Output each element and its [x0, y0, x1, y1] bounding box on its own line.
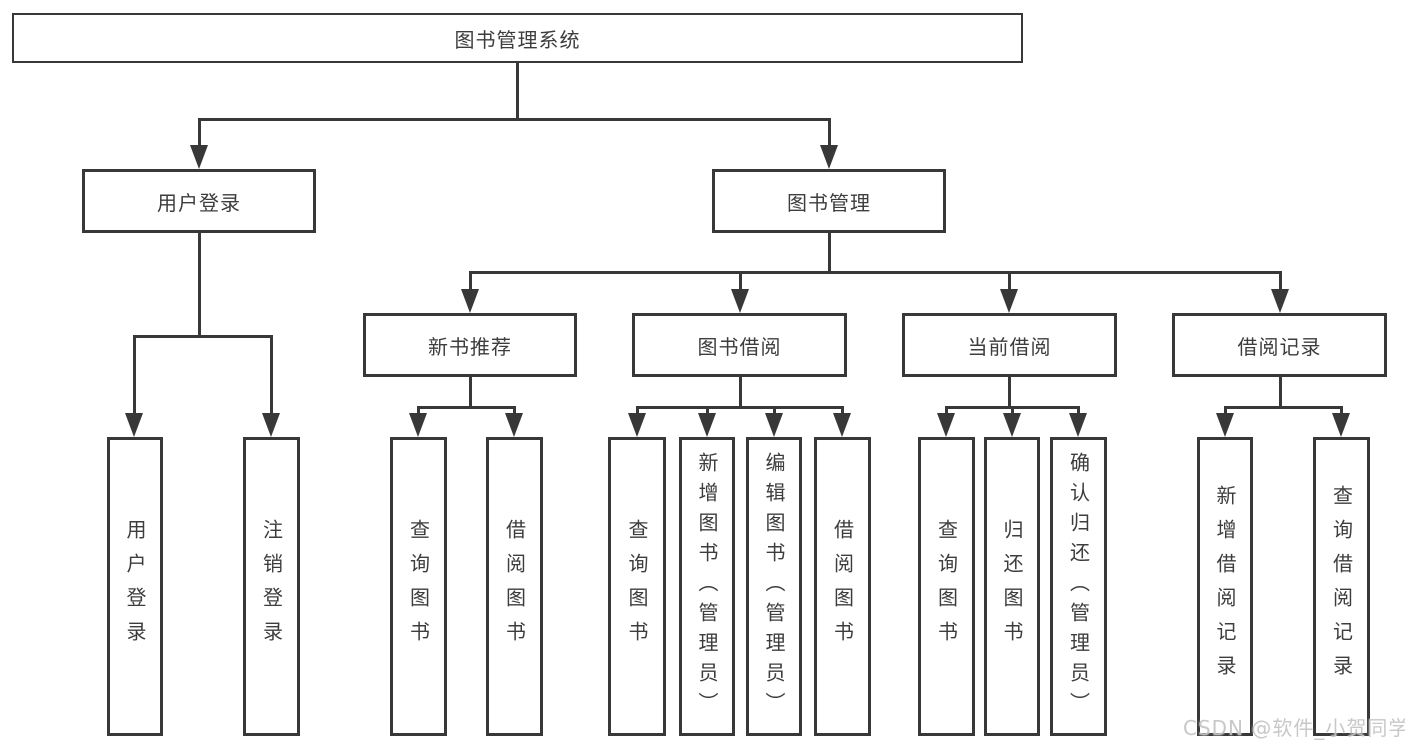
arrow-down-icon: [820, 145, 838, 169]
connector-line: [1279, 377, 1282, 409]
node-label: 借阅图书: [830, 518, 855, 655]
leaf-add-borrow-record: 新增借阅记录: [1197, 437, 1253, 736]
arrow-down-icon: [409, 413, 427, 437]
connector-line: [1224, 406, 1342, 409]
node-label: 新增图书（管理员）: [695, 451, 719, 722]
leaf-return-books: 归还图书: [984, 437, 1040, 736]
connector-line: [133, 335, 273, 338]
node-label: 归还图书: [1000, 518, 1024, 655]
connector-line: [516, 62, 519, 121]
connector-line: [469, 271, 472, 291]
leaf-borrow-books-recommend: 借阅图书: [486, 437, 543, 736]
leaf-query-borrow-record: 查询借阅记录: [1313, 437, 1370, 736]
leaf-logout: 注销登录: [243, 437, 300, 736]
connector-line: [636, 406, 843, 409]
connector-line: [1008, 377, 1011, 409]
connector-line: [773, 406, 776, 418]
connector-line: [133, 335, 136, 415]
connector-line: [1011, 406, 1014, 418]
node-library-system: 图书管理系统: [12, 13, 1023, 63]
arrow-down-icon: [505, 413, 523, 437]
connector-line: [828, 118, 831, 148]
node-label: 新增借阅记录: [1213, 484, 1237, 689]
csdn-watermark: CSDN @软件_小贺同学: [1183, 716, 1405, 740]
connector-line: [636, 406, 639, 418]
connector-line: [469, 377, 472, 409]
node-label: 新书推荐: [428, 334, 512, 359]
node-label: 编辑图书（管理员）: [762, 451, 786, 722]
arrow-down-icon: [262, 413, 280, 437]
connector-line: [706, 406, 709, 418]
arrow-down-icon: [190, 145, 208, 169]
arrow-down-icon: [125, 413, 143, 437]
connector-line: [469, 271, 1282, 274]
arrow-down-icon: [765, 413, 783, 437]
arrow-down-icon: [833, 413, 851, 437]
connector-line: [198, 233, 201, 338]
node-label: 确认归还（管理员）: [1066, 451, 1091, 722]
arrow-down-icon: [1332, 413, 1350, 437]
arrow-down-icon: [1069, 413, 1087, 437]
leaf-edit-books-admin: 编辑图书（管理员）: [746, 437, 802, 736]
node-label: 图书管理: [787, 190, 871, 215]
connector-line: [841, 406, 844, 418]
node-label: 注销登录: [259, 518, 284, 655]
node-label: 图书管理系统: [454, 27, 581, 52]
connector-line: [739, 377, 742, 409]
connector-line: [1224, 406, 1227, 418]
node-label: 用户登录: [123, 518, 147, 655]
connector-line: [1279, 271, 1282, 291]
arrow-down-icon: [461, 289, 479, 313]
leaf-add-books-admin: 新增图书（管理员）: [679, 437, 735, 736]
node-current-borrowing: 当前借阅: [902, 313, 1117, 377]
node-book-borrowing: 图书借阅: [632, 313, 847, 377]
connector-line: [945, 406, 948, 418]
leaf-query-books-recommend: 查询图书: [390, 437, 447, 736]
connector-line: [417, 406, 515, 409]
leaf-borrow-books: 借阅图书: [814, 437, 871, 736]
connector-line: [1340, 406, 1343, 418]
node-label: 图书借阅: [697, 334, 782, 359]
arrow-down-icon: [1216, 413, 1234, 437]
arrow-down-icon: [1271, 289, 1289, 313]
leaf-query-books-current: 查询图书: [918, 437, 975, 736]
connector-line: [828, 233, 831, 274]
node-borrowing-records: 借阅记录: [1172, 313, 1387, 377]
arrow-down-icon: [731, 289, 749, 313]
arrow-down-icon: [628, 413, 646, 437]
node-label: 查询图书: [625, 518, 649, 655]
connector-line: [1008, 271, 1011, 291]
node-label: 查询图书: [934, 518, 959, 655]
node-book-management: 图书管理: [712, 169, 946, 233]
node-label: 借阅记录: [1237, 334, 1322, 359]
connector-line: [739, 271, 742, 291]
connector-line: [1077, 406, 1080, 418]
arrow-down-icon: [698, 413, 716, 437]
leaf-confirm-return-admin: 确认归还（管理员）: [1050, 437, 1107, 736]
arrow-down-icon: [937, 413, 955, 437]
connector-line: [270, 335, 273, 415]
node-label: 当前借阅: [967, 334, 1052, 359]
node-label: 借阅图书: [502, 518, 527, 655]
node-label: 用户登录: [157, 190, 241, 215]
connector-line: [198, 118, 201, 148]
node-user-login: 用户登录: [82, 169, 316, 233]
leaf-user-login: 用户登录: [107, 437, 163, 736]
node-label: 查询借阅记录: [1329, 484, 1354, 689]
arrow-down-icon: [1000, 289, 1018, 313]
connector-line: [198, 118, 831, 121]
node-new-book-recommend: 新书推荐: [363, 313, 577, 377]
connector-line: [513, 406, 516, 418]
leaf-query-books-borrow: 查询图书: [608, 437, 666, 736]
node-label: 查询图书: [406, 518, 431, 655]
connector-line: [417, 406, 420, 418]
arrow-down-icon: [1003, 413, 1021, 437]
